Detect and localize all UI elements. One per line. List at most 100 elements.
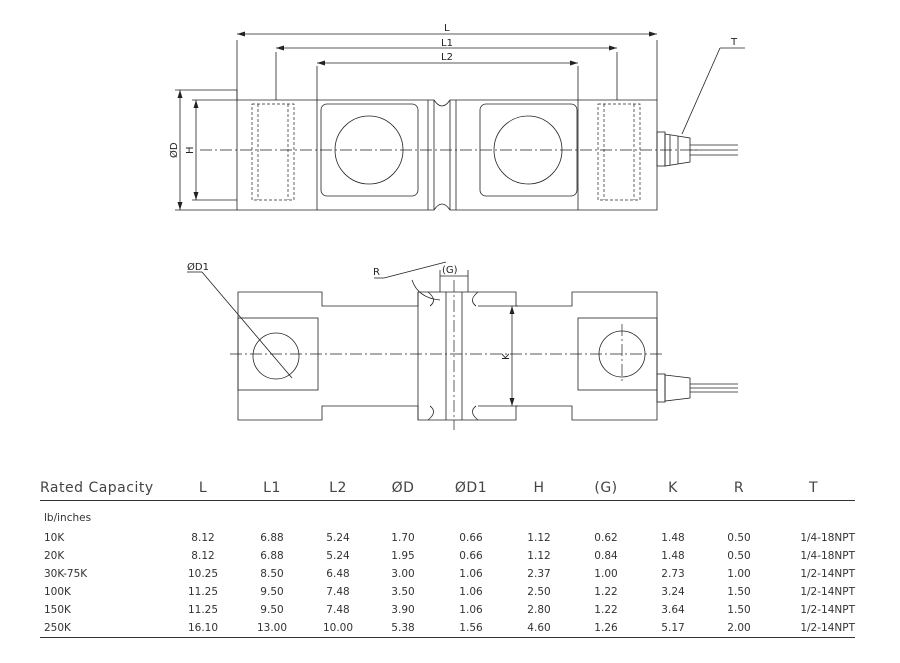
table-cell: 3.90 bbox=[391, 604, 415, 616]
table-row: 150K 11.25 9.50 7.48 3.90 1.06 2.80 1.22… bbox=[40, 601, 855, 619]
table-cell: 20K bbox=[44, 550, 65, 562]
table-cell: 1/4-18NPT bbox=[800, 550, 855, 562]
table-cell: 11.25 bbox=[187, 586, 219, 598]
table-cell: 3.24 bbox=[661, 586, 685, 598]
table-cell: 0.50 bbox=[727, 532, 751, 544]
table-cell: 1.48 bbox=[661, 532, 685, 544]
table-cell: 9.50 bbox=[260, 604, 284, 616]
table-cell: 1.12 bbox=[527, 550, 551, 562]
dim-t-label: T bbox=[730, 37, 738, 48]
col-header-l1: L1 bbox=[263, 480, 281, 496]
table-cell: 1/2-14NPT bbox=[800, 622, 855, 634]
dim-r-label: R bbox=[373, 267, 380, 278]
table-cell: 8.12 bbox=[191, 532, 215, 544]
table-cell: 2.73 bbox=[661, 568, 685, 580]
table-row: 10K 8.12 6.88 5.24 1.70 0.66 1.12 0.62 1… bbox=[40, 529, 855, 547]
table-cell: 1.56 bbox=[459, 622, 483, 634]
spec-table: Rated Capacity L L1 L2 ØD ØD1 H (G) K R … bbox=[40, 476, 855, 638]
table-cell: 1.95 bbox=[391, 550, 415, 562]
dim-l-label: L bbox=[444, 23, 450, 34]
table-cell: 3.50 bbox=[391, 586, 415, 598]
table-cell: 5.17 bbox=[661, 622, 685, 634]
table-cell: 1.22 bbox=[594, 604, 618, 616]
table-row: 100K 11.25 9.50 7.48 3.50 1.06 2.50 1.22… bbox=[40, 583, 855, 601]
table-cell: 0.62 bbox=[594, 532, 618, 544]
table-cell: 1/2-14NPT bbox=[800, 568, 855, 580]
table-cell: 1.12 bbox=[527, 532, 551, 544]
table-cell: 3.00 bbox=[391, 568, 415, 580]
col-header-t: T bbox=[808, 480, 819, 496]
table-cell: 9.50 bbox=[260, 586, 284, 598]
table-cell: 0.84 bbox=[594, 550, 618, 562]
dim-l1-label: L1 bbox=[441, 38, 453, 49]
col-header-k: K bbox=[668, 480, 678, 496]
load-cell-side-view: ØD1 R (G) K bbox=[187, 261, 738, 430]
load-cell-top-view: L L1 L2 bbox=[168, 23, 745, 211]
col-header-l: L bbox=[198, 480, 208, 496]
dim-od-label: ØD bbox=[168, 142, 180, 158]
table-cell: 7.48 bbox=[326, 586, 350, 598]
table-cell: 1.26 bbox=[594, 622, 618, 634]
col-header-l2: L2 bbox=[329, 480, 347, 496]
top-view-drawing: L L1 L2 bbox=[168, 23, 745, 430]
table-cell: 1/2-14NPT bbox=[800, 604, 855, 616]
col-header-rated-capacity: Rated Capacity bbox=[40, 480, 154, 496]
table-cell: 13.00 bbox=[256, 622, 288, 634]
unit-label: lb/inches bbox=[44, 512, 92, 524]
table-cell: 10K bbox=[44, 532, 65, 544]
table-cell: 30K-75K bbox=[44, 568, 88, 580]
table-cell: 2.37 bbox=[527, 568, 551, 580]
table-row: 250K 16.10 13.00 10.00 5.38 1.56 4.60 1.… bbox=[40, 619, 855, 638]
table-cell: 16.10 bbox=[187, 622, 219, 634]
table-cell: 0.50 bbox=[727, 550, 751, 562]
table-cell: 11.25 bbox=[187, 604, 219, 616]
table-cell: 0.66 bbox=[459, 550, 483, 562]
table-row: 30K-75K 10.25 8.50 6.48 3.00 1.06 2.37 1… bbox=[40, 565, 855, 583]
table-cell: 8.12 bbox=[191, 550, 215, 562]
table-cell: 1.70 bbox=[391, 532, 415, 544]
dim-od1-label: ØD1 bbox=[187, 261, 209, 273]
table-cell: 1.06 bbox=[459, 604, 483, 616]
col-header-od: ØD bbox=[391, 480, 415, 496]
table-cell: 5.24 bbox=[326, 550, 350, 562]
col-header-g: (G) bbox=[594, 480, 618, 496]
table-cell: 1.00 bbox=[594, 568, 618, 580]
dim-k-label: K bbox=[501, 353, 512, 360]
table-cell: 5.38 bbox=[391, 622, 415, 634]
col-header-r: R bbox=[733, 480, 745, 496]
table-cell: 1.50 bbox=[727, 604, 751, 616]
table-cell: 1.06 bbox=[459, 586, 483, 598]
table-cell: 6.88 bbox=[260, 550, 284, 562]
table-row: 20K 8.12 6.88 5.24 1.95 0.66 1.12 0.84 1… bbox=[40, 547, 855, 565]
table-cell: 2.80 bbox=[527, 604, 551, 616]
table-cell: 1.22 bbox=[594, 586, 618, 598]
table-cell: 6.48 bbox=[326, 568, 350, 580]
table-cell: 1.48 bbox=[661, 550, 685, 562]
unit-row: lb/inches bbox=[40, 501, 855, 530]
table-cell: 2.50 bbox=[527, 586, 551, 598]
table-cell: 250K bbox=[44, 622, 71, 634]
table-cell: 1.06 bbox=[459, 568, 483, 580]
table-cell: 1.00 bbox=[727, 568, 751, 580]
table-cell: 0.66 bbox=[459, 532, 483, 544]
table-cell: 150K bbox=[44, 604, 71, 616]
table-cell: 100K bbox=[44, 586, 71, 598]
table-cell: 2.00 bbox=[727, 622, 751, 634]
table-cell: 6.88 bbox=[260, 532, 284, 544]
col-header-od1: ØD1 bbox=[454, 480, 488, 496]
dim-l2-label: L2 bbox=[441, 52, 453, 63]
table-cell: 4.60 bbox=[527, 622, 551, 634]
table-cell: 1/2-14NPT bbox=[800, 586, 855, 598]
table-cell: 8.50 bbox=[260, 568, 284, 580]
table-cell: 3.64 bbox=[661, 604, 685, 616]
table-cell: 10.00 bbox=[322, 622, 354, 634]
dim-h-label: H bbox=[185, 146, 196, 154]
col-header-h: H bbox=[533, 480, 545, 496]
table-cell: 7.48 bbox=[326, 604, 350, 616]
table-cell: 1.50 bbox=[727, 586, 751, 598]
table-header-row: Rated Capacity L L1 L2 ØD ØD1 H (G) K R … bbox=[40, 476, 855, 501]
dim-g-label: (G) bbox=[442, 265, 458, 276]
table-cell: 5.24 bbox=[326, 532, 350, 544]
table-cell: 10.25 bbox=[187, 568, 219, 580]
table-cell: 1/4-18NPT bbox=[800, 532, 855, 544]
